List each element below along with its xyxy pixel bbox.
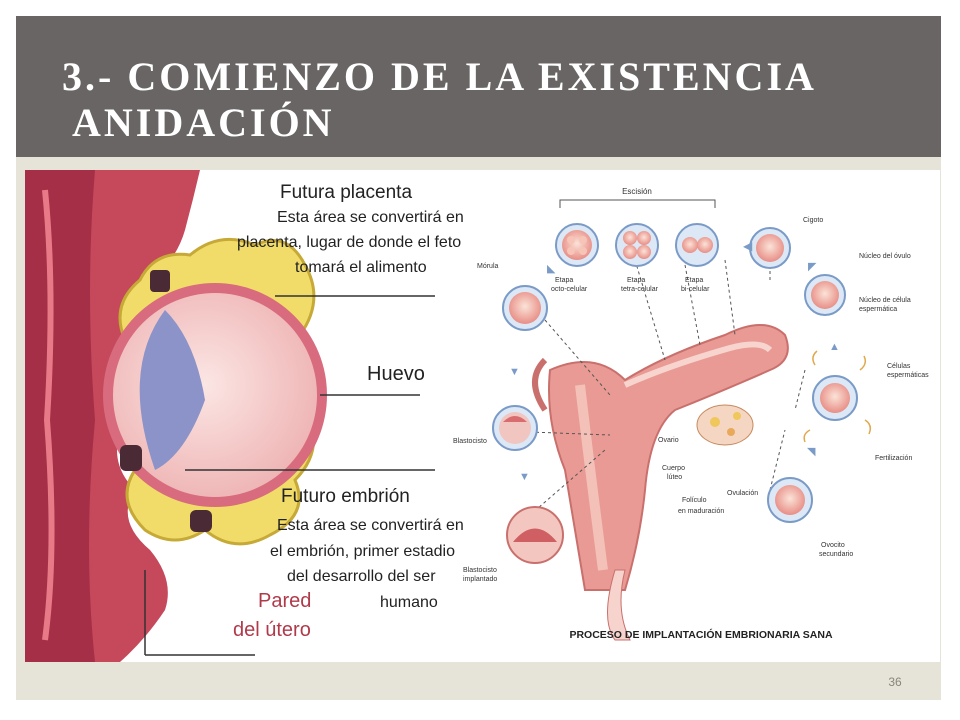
- label-placenta-desc-3: tomará el alimento: [295, 259, 427, 276]
- label-blastocyst: Blastocisto: [453, 438, 487, 445]
- label-embryo-desc-1: Esta área se convertirá en: [277, 517, 464, 534]
- ovum-cell: [804, 274, 846, 316]
- slide-title: 3.- COMIENZO DE LA EXISTENCIA ANIDACIÓN: [62, 54, 817, 146]
- fertilization-cell: [803, 350, 872, 443]
- content-image-area: Futura placenta Esta área se convertirá …: [25, 170, 940, 662]
- label-follicle-1: Folículo: [682, 497, 707, 504]
- arrow-icon: ◤: [808, 261, 817, 273]
- left-figure: Futura placenta Esta área se convertirá …: [25, 170, 464, 662]
- label-future-embryo: Futuro embrión: [281, 486, 410, 507]
- label-secondary-2: secundario: [819, 551, 853, 558]
- label-fertilization: Fertilización: [875, 455, 912, 462]
- label-morula: Mórula: [477, 263, 499, 270]
- label-placenta-desc-2: placenta, lugar de donde el feto: [237, 234, 461, 251]
- tetracellular-cell: [615, 223, 659, 267]
- label-corpus-1: Cuerpo: [662, 465, 685, 472]
- label-sperm-nucleus-1: Núcleo de célula: [859, 297, 911, 304]
- title-bar: 3.- COMIENZO DE LA EXISTENCIA ANIDACIÓN: [16, 16, 941, 157]
- arrow-icon: ▼: [509, 366, 520, 378]
- label-sperm-nucleus-2: espermática: [859, 306, 897, 313]
- implanted-blastocyst-cell: [506, 506, 564, 564]
- label-bi-2: bi-celular: [681, 286, 710, 293]
- label-embryo-desc-4: humano: [380, 594, 438, 611]
- morula-cell: [502, 285, 548, 331]
- label-implanted-1: Blastocisto: [463, 567, 497, 574]
- uterus-body: [548, 324, 789, 591]
- label-bi-1: Etapa: [685, 277, 703, 284]
- label-corpus-2: lúteo: [667, 474, 682, 481]
- arrow-icon: ◀: [743, 239, 753, 253]
- label-secondary-1: Ovocito: [821, 542, 845, 549]
- arrow-icon: ◣: [547, 263, 556, 275]
- label-ovum-nucleus: Núcleo del óvulo: [859, 253, 911, 260]
- title-line-1: 3.- COMIENZO DE LA EXISTENCIA: [62, 54, 817, 99]
- secondary-oocyte-cell: [767, 477, 813, 523]
- arrow-icon: ◥: [807, 446, 816, 458]
- label-wall-1: Pared: [258, 590, 311, 612]
- label-ovulation: Ovulación: [727, 490, 758, 497]
- label-embryo-desc-3: del desarrollo del ser: [287, 568, 436, 585]
- octocellular-cell: [555, 223, 599, 267]
- label-wall-2: del útero: [233, 619, 311, 641]
- label-placenta-desc-1: Esta área se convertirá en: [277, 209, 464, 226]
- implantation-illustration: Futura placenta Esta área se convertirá …: [25, 170, 929, 662]
- label-tetra-2: tetra-celular: [621, 286, 659, 293]
- bicellular-cell: [675, 223, 719, 267]
- label-follicle-2: en maduración: [678, 508, 724, 515]
- right-figure: Escisión ◀ ◣ ▼ ▼ ◤ ▲ ◥: [453, 187, 929, 641]
- arrow-icon: ▲: [829, 341, 840, 353]
- label-tetra-1: Etapa: [627, 277, 645, 284]
- zygote-cell: [749, 227, 791, 269]
- label-ovary: Ovario: [658, 437, 679, 444]
- figure-caption: PROCESO DE IMPLANTACIÓN EMBRIONARIA SANA: [569, 628, 833, 641]
- label-zygote: Cigoto: [803, 217, 823, 224]
- label-implanted-2: implantado: [463, 576, 497, 583]
- label-future-placenta: Futura placenta: [280, 182, 412, 203]
- label-octo-2: octo-celular: [551, 286, 588, 293]
- label-sperm-cells-2: espermáticas: [887, 372, 929, 379]
- title-line-2: ANIDACIÓN: [72, 100, 335, 145]
- label-embryo-desc-2: el embrión, primer estadio: [270, 543, 455, 560]
- page-number: 36: [888, 675, 902, 689]
- label-octo-1: Etapa: [555, 277, 573, 284]
- label-sperm-cells-1: Células: [887, 363, 911, 370]
- arrow-icon: ▼: [519, 471, 530, 483]
- label-egg: Huevo: [367, 363, 425, 385]
- blastocyst-cell: [492, 405, 538, 451]
- label-cleavage: Escisión: [622, 187, 652, 196]
